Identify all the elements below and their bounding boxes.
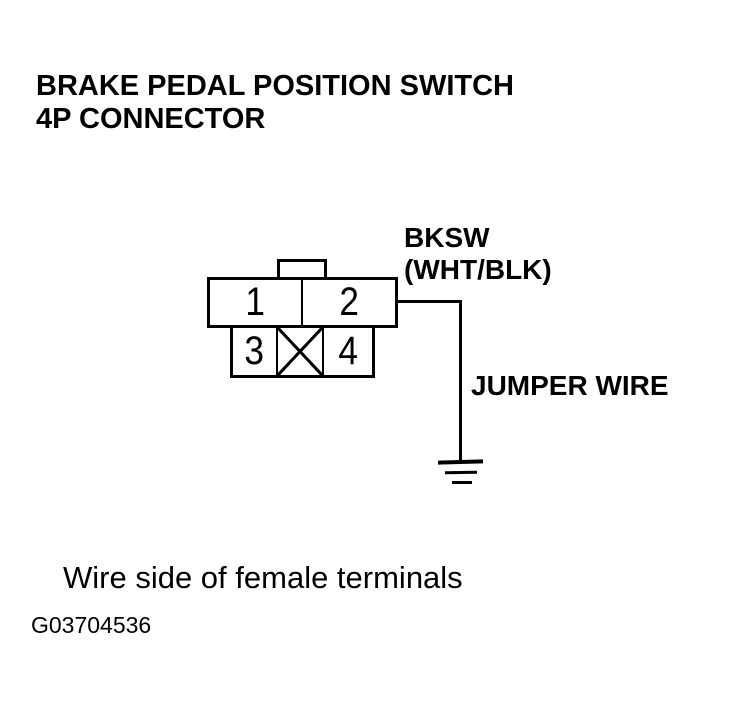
page-title-line1: BRAKE PEDAL POSITION SWITCH: [36, 70, 514, 102]
connector-bottom-row: 3 4: [230, 328, 375, 378]
blocked-cavity-cell: [278, 328, 324, 375]
terminal-3-label: 3: [244, 329, 265, 373]
ground-icon: [437, 459, 484, 465]
terminal-cell-3: 3: [233, 328, 278, 375]
figure-id: G03704536: [31, 612, 152, 638]
terminal-cell-2: 2: [303, 280, 395, 325]
connector-top-row: 1 2: [207, 277, 398, 328]
ground-icon-bar2: [444, 470, 478, 475]
wire-label-line1: BKSW: [404, 222, 490, 253]
terminal-cell-1: 1: [210, 280, 303, 325]
terminal-1-label: 1: [245, 280, 266, 324]
wire-label-line2: (WHT/BLK): [404, 254, 552, 285]
page-title-line2: 4P CONNECTOR: [36, 103, 266, 135]
connector-keying-tab: [277, 259, 327, 280]
diagram-caption: Wire side of female terminals: [63, 560, 463, 595]
ground-icon-bar3: [452, 481, 472, 484]
terminal-cell-4: 4: [324, 328, 372, 375]
wire-horizontal-segment: [396, 300, 462, 303]
x-cross-icon: [278, 328, 322, 375]
wire-vertical-segment: [459, 300, 462, 463]
terminal-2-label: 2: [339, 280, 359, 324]
jumper-wire-label: JUMPER WIRE: [471, 370, 669, 401]
terminal-4-label: 4: [338, 329, 358, 373]
wire-label-bksw: BKSW(WHT/BLK): [404, 222, 552, 286]
